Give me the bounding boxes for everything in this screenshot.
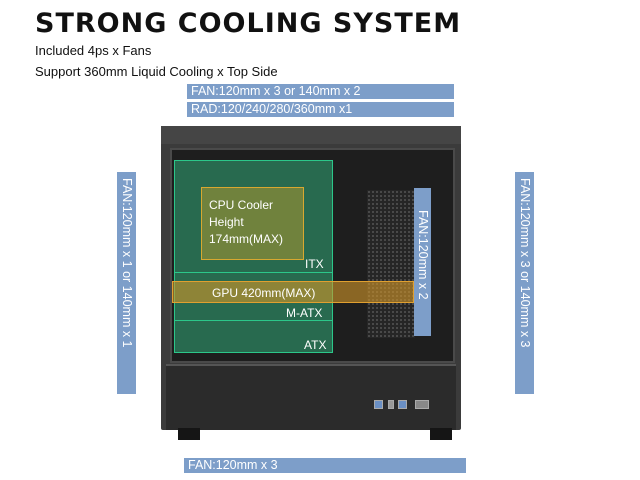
- liquid-cooling-text: Support 360mm Liquid Cooling x Top Side: [35, 64, 278, 79]
- gpu-label: GPU 420mm(MAX): [212, 286, 316, 300]
- page-title: STRONG COOLING SYSTEM: [35, 8, 462, 39]
- atx-label: ATX: [304, 338, 327, 352]
- top-rad-band: RAD:120/240/280/360mm x1: [187, 102, 454, 117]
- cpu-label-1: CPU Cooler: [209, 198, 274, 212]
- io-port-usb-2: [398, 400, 407, 409]
- matx-line: [174, 320, 333, 321]
- io-port-usbc: [388, 400, 394, 409]
- included-fans-text: Included 4ps x Fans: [35, 43, 152, 58]
- left-fan-band: FAN:120mm x 1 or 140mm x 1: [117, 172, 136, 394]
- right-fan-band: FAN:120mm x 3 or 140mm x 3: [515, 172, 534, 394]
- case-foot-right: [430, 428, 452, 440]
- case-foot-left: [178, 428, 200, 440]
- case-top: [161, 126, 461, 144]
- bottom-fan-band: FAN:120mm x 3: [184, 458, 466, 473]
- itx-line: [174, 272, 333, 273]
- cpu-cooler-zone: [201, 187, 304, 260]
- io-port-usb-1: [374, 400, 383, 409]
- inner-fan-band: FAN:120mm x 2: [414, 188, 431, 336]
- cpu-label-3: 174mm(MAX): [209, 232, 284, 246]
- matx-label: M-ATX: [286, 306, 323, 320]
- psu-shroud: [166, 364, 456, 430]
- itx-label: ITX: [305, 257, 324, 271]
- top-fan-band: FAN:120mm x 3 or 140mm x 2: [187, 84, 454, 99]
- rear-mesh: [367, 190, 415, 338]
- gpu-zone: [172, 281, 414, 303]
- cpu-label-2: Height: [209, 215, 244, 229]
- io-port-audio: [415, 400, 429, 409]
